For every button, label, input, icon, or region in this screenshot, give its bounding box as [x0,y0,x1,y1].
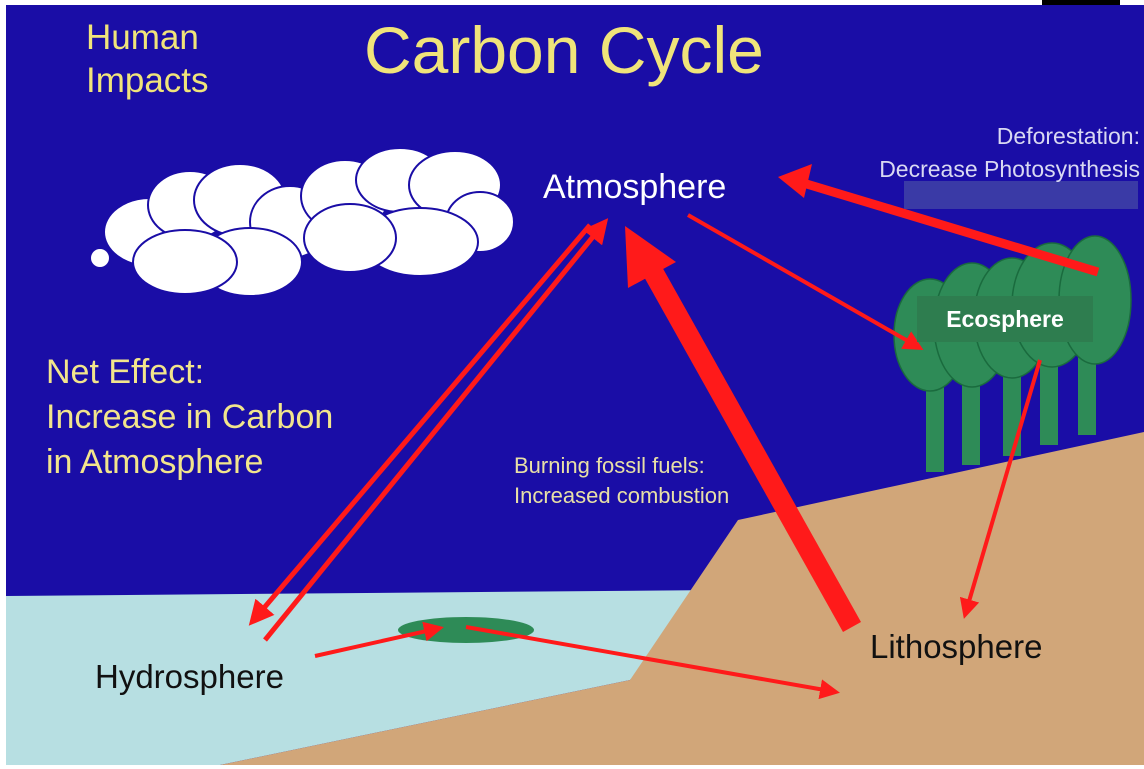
corner-mark [1042,0,1120,5]
annotation-deforestation: Deforestation: Decrease Photosynthesis [879,123,1140,182]
node-atmosphere-label: Atmosphere [543,168,727,206]
diagram-subtitle: Human Impacts [86,18,209,100]
annotation-burning-fossil-fuels: Burning fossil fuels: Increased combusti… [514,453,730,508]
arrow-hydrosphere-to-algae [314,621,444,658]
annotation-net-effect: Net Effect: Increase in Carbon in Atmosp… [46,353,334,481]
arrow-atmosphere-to-ecosphere [687,213,924,350]
flow-arrows [248,213,1042,700]
arrow-burning-fossil-fuels [643,265,861,632]
arrow-atmosphere-to-hydrosphere [248,223,592,626]
node-lithosphere-label: Lithosphere [870,628,1043,665]
node-ecosphere-label: Ecosphere [917,296,1093,342]
arrow-algae-to-lithosphere [465,625,840,700]
redaction-bar [904,181,1138,209]
arrow-burning-fossil-fuels-head [625,226,676,288]
water-region [6,590,720,765]
land-region [220,432,1144,765]
algae-icon [398,617,534,643]
node-hydrosphere-label: Hydrosphere [95,658,284,695]
arrow-ecosphere-to-lithosphere [959,359,1042,619]
diagram-title: Carbon Cycle [364,13,764,87]
cloud-icon [89,147,515,297]
arrow-hydrosphere-to-atmosphere [263,218,609,642]
arrow-deforestation [798,177,1100,277]
arrow-deforestation-head [778,164,812,198]
